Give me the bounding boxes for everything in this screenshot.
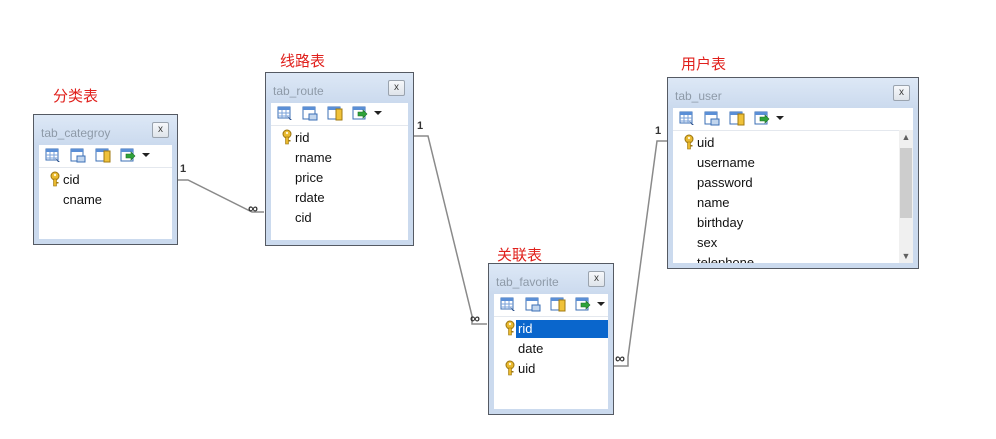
table-toolbar — [494, 294, 608, 317]
scroll-down-arrow-icon[interactable]: ▼ — [901, 251, 911, 261]
category-caption: 分类表 — [53, 87, 99, 105]
field-rid[interactable]: rid — [295, 130, 310, 145]
table-insert-icon[interactable] — [120, 148, 136, 163]
table-key-icon[interactable] — [729, 111, 745, 126]
favorite-caption: 关联表 — [497, 246, 543, 264]
primary-key-icon — [503, 360, 517, 376]
table-grid-icon[interactable] — [45, 148, 61, 163]
primary-key-icon — [48, 171, 62, 187]
table-card-route[interactable]: tab_route x rid rname price rdate cid — [265, 72, 414, 246]
table-form-icon[interactable] — [70, 148, 86, 163]
table-name: tab_favorite — [496, 275, 559, 289]
table-toolbar — [271, 103, 408, 126]
dropdown-arrow-icon[interactable] — [142, 153, 150, 157]
field-cid[interactable]: cid — [63, 172, 80, 187]
cardinality-many-label: ∞ — [248, 200, 258, 216]
field-username[interactable]: username — [697, 155, 755, 170]
table-toolbar — [39, 145, 172, 168]
field-password[interactable]: password — [697, 175, 753, 190]
table-title-bar[interactable]: tab_user x — [668, 78, 918, 108]
table-insert-icon[interactable] — [754, 111, 770, 126]
dropdown-arrow-icon[interactable] — [776, 116, 784, 120]
table-form-icon[interactable] — [704, 111, 720, 126]
relation-user-favorite-line — [613, 140, 667, 367]
table-title-bar[interactable]: tab_favorite x — [489, 264, 613, 294]
table-insert-icon[interactable] — [575, 297, 591, 312]
field-cid[interactable]: cid — [295, 210, 312, 225]
cardinality-many-label: ∞ — [470, 310, 480, 326]
table-insert-icon[interactable] — [352, 106, 368, 121]
table-form-icon[interactable] — [302, 106, 318, 121]
scroll-up-arrow-icon[interactable]: ▲ — [901, 132, 911, 142]
cardinality-many-label: ∞ — [615, 350, 625, 366]
field-cname[interactable]: cname — [63, 192, 103, 207]
table-card-favorite[interactable]: tab_favorite x rid date uid — [488, 263, 614, 415]
dropdown-arrow-icon[interactable] — [374, 111, 382, 115]
relation-route-favorite-line — [413, 135, 487, 325]
table-grid-icon[interactable] — [679, 111, 695, 126]
table-key-icon[interactable] — [550, 297, 566, 312]
table-card-category[interactable]: tab_categroy x cid cname — [33, 114, 178, 245]
close-button[interactable]: x — [388, 80, 405, 96]
table-card-user[interactable]: tab_user x uid username password name bi… — [667, 77, 919, 269]
field-uid[interactable]: uid — [697, 135, 715, 150]
field-rname[interactable]: rname — [295, 150, 332, 165]
field-sex[interactable]: sex — [697, 235, 718, 250]
table-title-bar[interactable]: tab_route x — [266, 73, 413, 103]
cardinality-one-label: 1 — [180, 163, 187, 175]
table-name: tab_user — [675, 89, 722, 103]
cardinality-one-label: 1 — [417, 120, 424, 132]
table-grid-icon[interactable] — [500, 297, 516, 312]
table-title-bar[interactable]: tab_categroy x — [34, 115, 177, 145]
user-caption: 用户表 — [681, 55, 727, 73]
field-rid-selected[interactable]: rid — [516, 320, 608, 338]
table-name: tab_route — [273, 84, 324, 98]
field-uid[interactable]: uid — [518, 361, 536, 376]
primary-key-icon — [503, 320, 517, 336]
close-button[interactable]: x — [152, 122, 169, 138]
cardinality-one-label: 1 — [655, 125, 662, 137]
table-key-icon[interactable] — [327, 106, 343, 121]
field-date[interactable]: date — [518, 341, 544, 356]
close-button[interactable]: x — [893, 85, 910, 101]
relation-category-route-line — [177, 179, 264, 213]
field-telephone[interactable]: telephone — [697, 255, 755, 263]
close-button[interactable]: x — [588, 271, 605, 287]
primary-key-icon — [280, 129, 294, 145]
table-toolbar — [673, 108, 913, 131]
route-caption: 线路表 — [280, 52, 326, 70]
table-form-icon[interactable] — [525, 297, 541, 312]
field-rdate[interactable]: rdate — [295, 190, 325, 205]
field-birthday[interactable]: birthday — [697, 215, 744, 230]
vertical-scrollbar[interactable]: ▲ ▼ — [899, 130, 913, 263]
field-name[interactable]: name — [697, 195, 730, 210]
field-price[interactable]: price — [295, 170, 324, 185]
dropdown-arrow-icon[interactable] — [597, 302, 605, 306]
table-grid-icon[interactable] — [277, 106, 293, 121]
scrollbar-thumb[interactable] — [900, 148, 912, 218]
table-key-icon[interactable] — [95, 148, 111, 163]
primary-key-icon — [682, 134, 696, 150]
table-name: tab_categroy — [41, 126, 111, 140]
